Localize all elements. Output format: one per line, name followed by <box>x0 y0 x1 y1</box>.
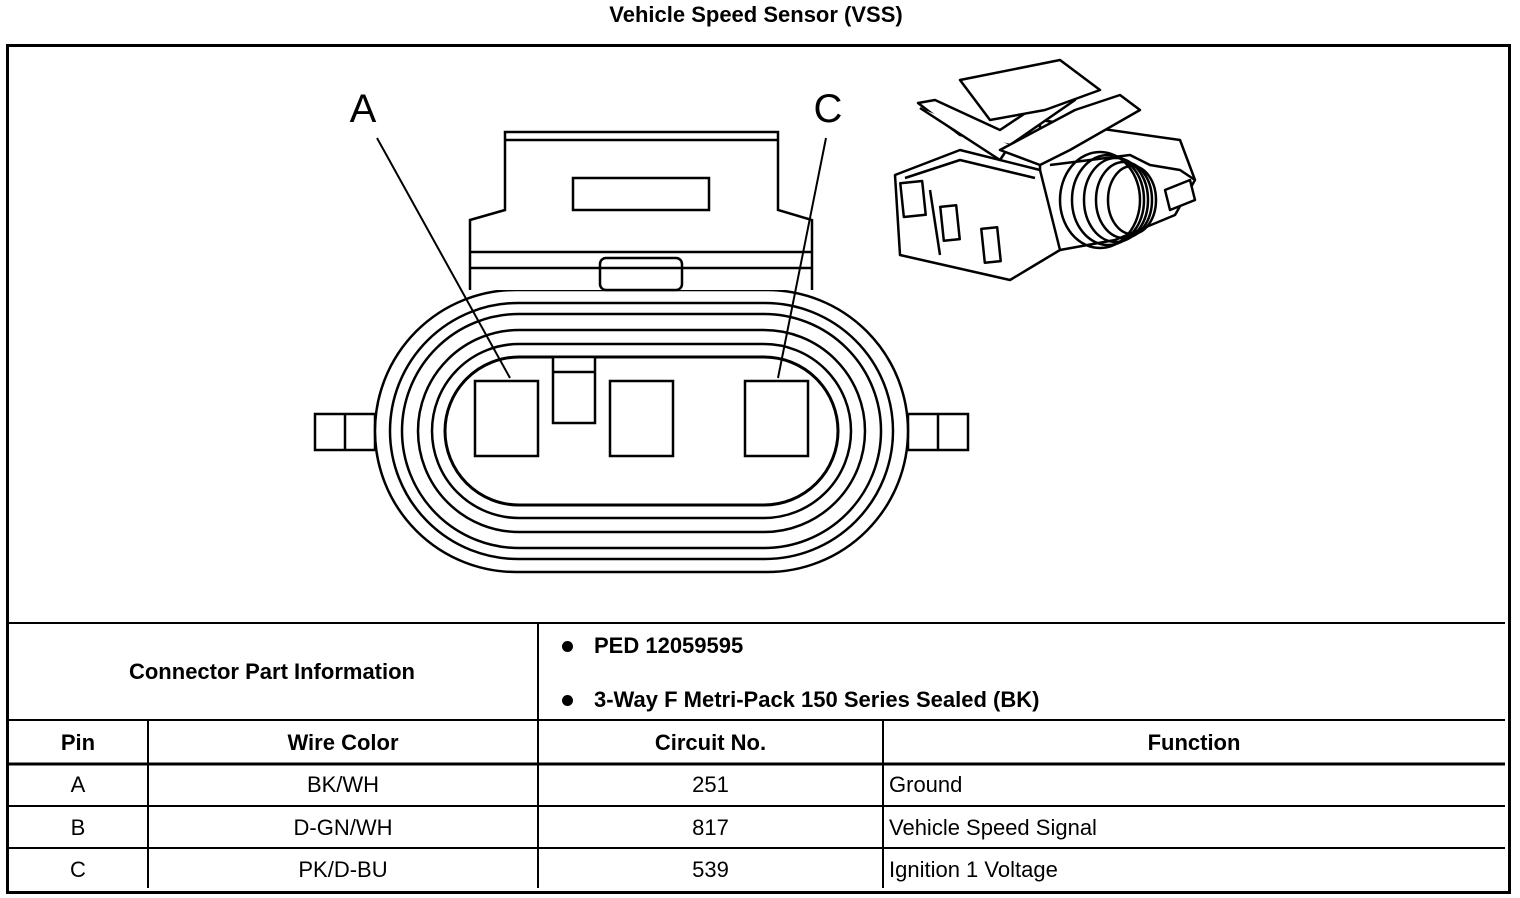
connector-info-part-number: PED 12059595 <box>594 633 744 658</box>
bullet-dot <box>562 641 573 652</box>
table-row-a-wire-color: BK/WH <box>306 772 380 797</box>
latch-window <box>571 176 711 212</box>
pin-cavity-a <box>473 379 540 458</box>
header-circuit-no: Circuit No. <box>654 730 767 755</box>
table-row-c-circuit: 539 <box>692 857 729 882</box>
table-row-a-circuit: 251 <box>692 772 729 797</box>
connector-info-header: Connector Part Information <box>128 659 415 684</box>
key-notch <box>551 355 597 425</box>
page-title: Vehicle Speed Sensor (VSS) <box>609 2 903 27</box>
diagram-frame <box>6 44 1511 894</box>
pin-cavity-b <box>608 379 675 458</box>
table-grid <box>8 622 1505 888</box>
pin-cavity-c <box>743 379 810 458</box>
leader-line-c <box>777 137 827 379</box>
table-row-b-circuit: 817 <box>692 815 729 840</box>
bullet-dot <box>562 695 573 706</box>
connector-front-view <box>313 130 970 574</box>
header-function: Function <box>1147 730 1241 755</box>
connector-isometric-view <box>893 58 1197 282</box>
table-row-a-function: Ground <box>889 772 963 797</box>
table-row-c-wire-color: PK/D-BU <box>298 857 388 882</box>
pin-label-c: C <box>814 87 843 131</box>
table-row-a-pin: A <box>70 772 86 797</box>
pin-label-a: A <box>350 87 377 131</box>
table-row-c-function: Ignition 1 Voltage <box>889 857 1058 882</box>
connector-info-description: 3-Way F Metri-Pack 150 Series Sealed (BK… <box>594 687 1040 712</box>
header-wire-color: Wire Color <box>287 730 399 755</box>
table-row-c-pin: C <box>70 857 86 882</box>
table-row-b-wire-color: D-GN/WH <box>293 815 393 840</box>
table-row-b-pin: B <box>70 815 86 840</box>
leader-line-a <box>376 137 511 379</box>
header-pin: Pin <box>60 730 96 755</box>
table-row-b-function: Vehicle Speed Signal <box>889 815 1097 840</box>
latch-nub <box>598 256 684 292</box>
